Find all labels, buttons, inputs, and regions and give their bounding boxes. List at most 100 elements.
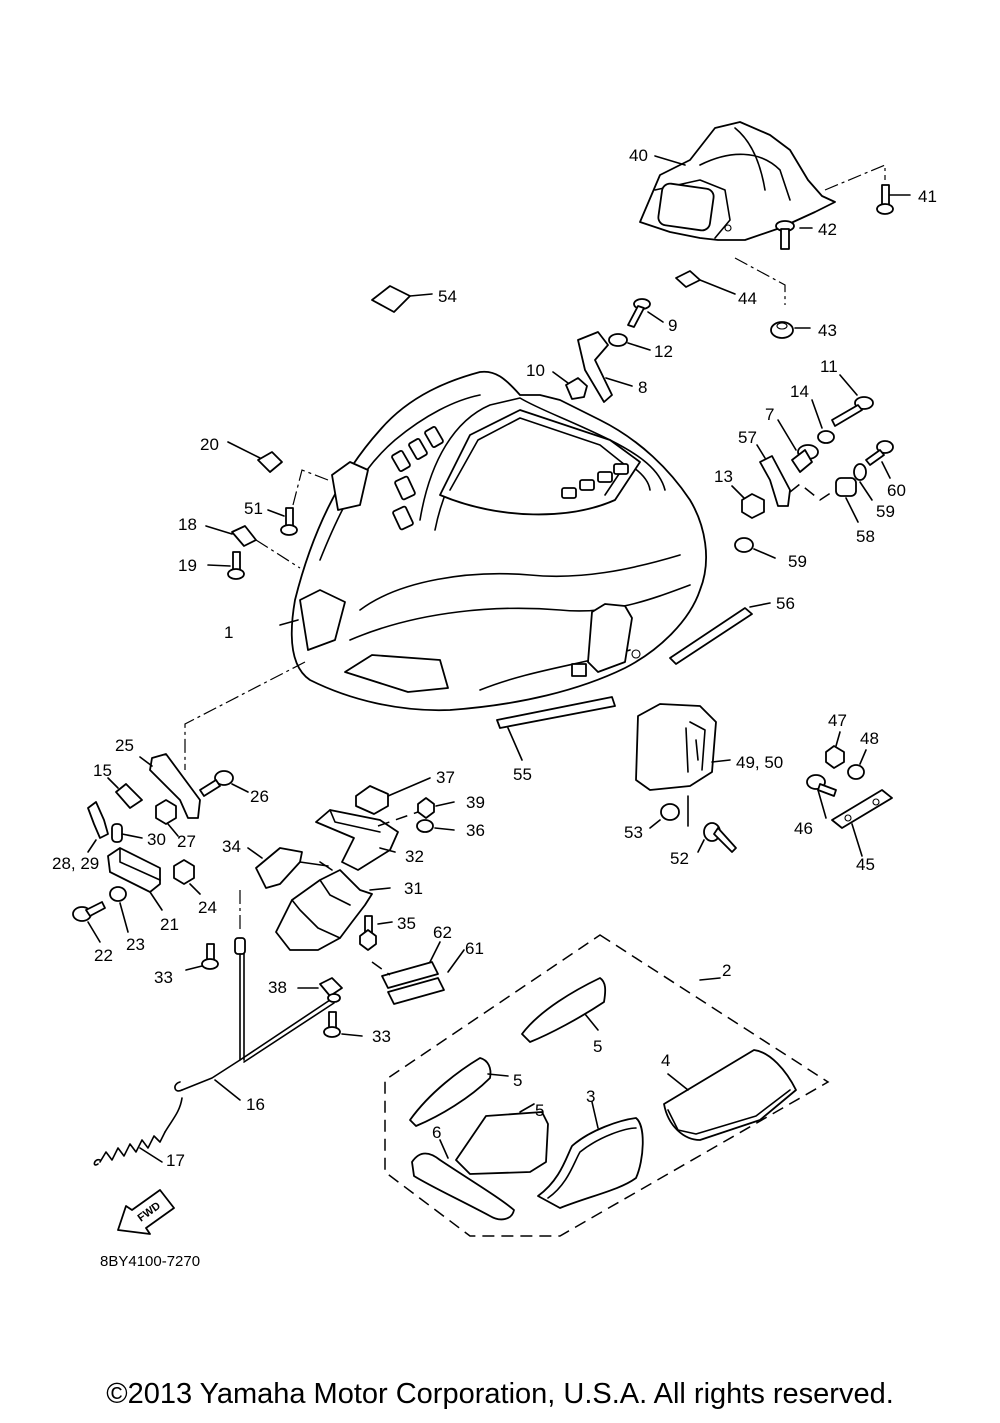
- part-56-strip: [669, 602, 771, 665]
- part-5-pad-left: [409, 1057, 509, 1127]
- callout-39: 39: [466, 793, 485, 812]
- part-49-50-cover: [635, 703, 731, 827]
- leader-hood-to-bracket: [184, 661, 306, 770]
- part-5-pad-mid: [455, 1103, 549, 1175]
- part-41-screw: [876, 184, 894, 215]
- callout-38: 38: [268, 978, 287, 997]
- callout-33-right: 33: [372, 1027, 391, 1046]
- callout-14: 14: [790, 382, 809, 401]
- callout-5-top: 5: [593, 1037, 602, 1056]
- callout-61: 61: [465, 939, 484, 958]
- callout-55: 55: [513, 765, 532, 784]
- callout-42: 42: [818, 220, 837, 239]
- part-40-headlight-shroud: [639, 121, 836, 241]
- callout-40: 40: [629, 146, 648, 165]
- part-19-bolt: [207, 551, 245, 580]
- callout-7: 7: [765, 405, 774, 424]
- part-7-bushing: [777, 419, 819, 473]
- callout-56: 56: [776, 594, 795, 613]
- part-1-hood: [279, 370, 707, 712]
- part-6-strip: [411, 1139, 515, 1221]
- callout-43: 43: [818, 321, 837, 340]
- part-58-spacer: [835, 477, 859, 523]
- callout-26: 26: [250, 787, 269, 806]
- callout-18: 18: [178, 515, 197, 534]
- callout-58: 58: [856, 527, 875, 546]
- callout-45: 45: [856, 855, 875, 874]
- part-38-clip: [297, 977, 343, 997]
- callout-28-29: 28, 29: [52, 854, 99, 873]
- part-44-clip: [675, 270, 701, 288]
- callout-37: 37: [436, 768, 455, 787]
- part-48-washer: [847, 749, 867, 780]
- callout-54: 54: [438, 287, 457, 306]
- callout-4: 4: [661, 1051, 670, 1070]
- part-33-bolt-right: [323, 1011, 363, 1038]
- callout-46: 46: [794, 819, 813, 838]
- callout-51: 51: [244, 499, 263, 518]
- callout-15: 15: [93, 761, 112, 780]
- part-51-screw: [267, 469, 329, 536]
- callout-2: 2: [722, 961, 731, 980]
- part-45-bracket: [831, 789, 893, 857]
- part-16-cable: [174, 890, 341, 1101]
- callout-36: 36: [466, 821, 485, 840]
- part-53-washer: [649, 803, 680, 829]
- callout-19: 19: [178, 556, 197, 575]
- callout-24: 24: [198, 898, 217, 917]
- callout-22: 22: [94, 946, 113, 965]
- callout-47: 47: [828, 711, 847, 730]
- part-31-bracket: [275, 861, 391, 951]
- callout-59-lower: 59: [788, 552, 807, 571]
- callout-27: 27: [177, 832, 196, 851]
- part-20-clip: [227, 441, 283, 473]
- part-25-bracket: [139, 753, 201, 819]
- part-10-nut: [552, 371, 588, 400]
- callout-62: 62: [433, 923, 452, 942]
- part-23-washer: [109, 886, 129, 933]
- callout-10: 10: [526, 361, 545, 380]
- callout-1: 1: [224, 623, 233, 642]
- callout-5-mid: 5: [535, 1101, 544, 1120]
- callout-5-left: 5: [513, 1071, 522, 1090]
- part-28-29-bracket: [87, 801, 109, 853]
- callout-16: 16: [246, 1095, 265, 1114]
- part-21-switch: [107, 847, 163, 911]
- callout-52: 52: [670, 849, 689, 868]
- part-43-grommet: [770, 321, 794, 339]
- callout-3: 3: [586, 1087, 595, 1106]
- leader-lines-upper: [654, 155, 911, 329]
- callout-25: 25: [115, 736, 134, 755]
- part-18-clip: [205, 525, 301, 569]
- part-52-rivet: [697, 822, 737, 853]
- callout-30: 30: [147, 830, 166, 849]
- part-37-pad: [355, 777, 431, 815]
- callout-23: 23: [126, 935, 145, 954]
- callout-20: 20: [200, 435, 219, 454]
- callout-44: 44: [738, 289, 757, 308]
- part-26-bolt: [199, 770, 249, 797]
- part-8-bracket: [577, 331, 633, 403]
- part-12-washer: [608, 333, 628, 347]
- callout-35: 35: [397, 914, 416, 933]
- part-62-61-decals: [371, 941, 465, 1005]
- part-24-nut: [173, 859, 201, 895]
- part-4-pad: [663, 1049, 797, 1141]
- callout-31: 31: [404, 879, 423, 898]
- callout-48: 48: [860, 729, 879, 748]
- callout-12: 12: [654, 342, 673, 361]
- copyright-notice: ©2013 Yamaha Motor Corporation, U.S.A. A…: [106, 1378, 894, 1410]
- part-34-bracket: [247, 847, 303, 889]
- part-39-nut: [417, 797, 455, 819]
- kit-2-outline: [384, 934, 830, 1237]
- part-46-bolt: [806, 774, 837, 819]
- callout-labels: 40 41 42 43 44 54 9 12 10 8 11 14 7 57 6…: [52, 146, 937, 1170]
- callout-17: 17: [166, 1151, 185, 1170]
- fwd-marker: FWD: [117, 1189, 175, 1235]
- part-3-pad: [537, 1101, 644, 1209]
- callout-49-50: 49, 50: [736, 753, 783, 772]
- callout-8: 8: [638, 378, 647, 397]
- part-22-bolt: [72, 901, 106, 943]
- part-32-bracket: [315, 809, 419, 871]
- callout-32: 32: [405, 847, 424, 866]
